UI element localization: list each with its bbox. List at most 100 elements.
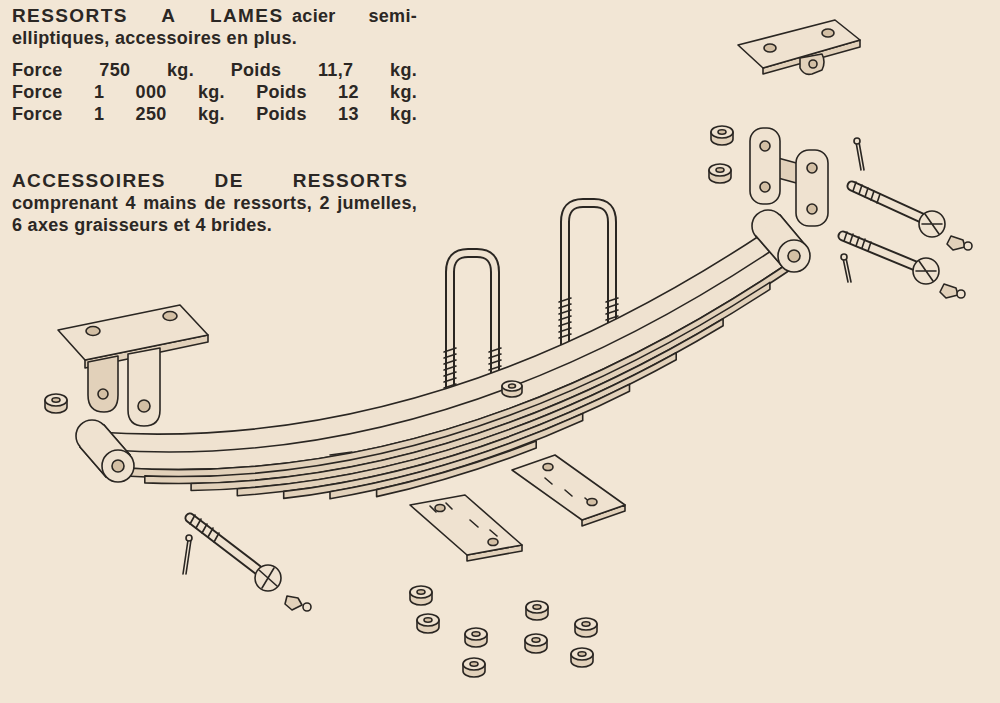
spring-hanger — [128, 348, 160, 426]
nut — [472, 632, 480, 636]
spring-hanger — [764, 44, 776, 52]
clamp-plate — [512, 455, 625, 526]
nut — [417, 614, 439, 633]
spring-shackle — [807, 163, 817, 173]
nut — [502, 381, 522, 391]
spring-hanger — [163, 312, 177, 321]
spring-hanger — [822, 29, 834, 37]
nut — [424, 618, 432, 622]
leaf-spring — [778, 240, 810, 272]
nut — [417, 614, 439, 626]
spring-shackle — [760, 141, 770, 151]
nut — [711, 126, 733, 138]
nut — [711, 126, 733, 145]
clamp-plate — [543, 464, 553, 471]
clamp-plate — [488, 539, 498, 546]
greasing-bolt — [854, 138, 860, 144]
spring-hanger — [58, 305, 208, 360]
greasing-bolt — [183, 515, 311, 611]
greasing-bolt — [841, 254, 847, 260]
greasing-bolt — [940, 284, 958, 298]
spring-hanger — [88, 356, 118, 412]
greasing-bolt — [852, 138, 972, 250]
clamp-plate — [545, 478, 592, 504]
greasing-bolt — [190, 518, 258, 570]
nut — [465, 628, 487, 647]
greasing-bolt — [841, 232, 965, 298]
nut — [526, 601, 548, 620]
nut — [575, 618, 597, 637]
nut — [465, 628, 487, 640]
text-column: RESSORTS A LAMESacier semi-elliptiques, … — [12, 5, 417, 236]
greasing-bolt — [922, 214, 942, 234]
nut — [509, 384, 516, 388]
nut — [525, 634, 547, 653]
greasing-bolt — [853, 182, 880, 203]
greasing-bolt — [916, 261, 936, 281]
clamp-plate — [512, 455, 625, 520]
spring-hanger — [738, 20, 860, 74]
greasing-bolt — [843, 258, 851, 282]
nut — [526, 601, 548, 613]
nut — [709, 164, 731, 183]
nut — [502, 381, 522, 397]
text-paragraph: comprenant 4 mains de ressorts, 2 jumell… — [12, 192, 417, 236]
leaf-spring — [377, 441, 537, 497]
clamp-plate — [410, 495, 522, 561]
greasing-bolt — [913, 258, 939, 284]
leaf-spring — [112, 460, 124, 472]
leaf-spring — [237, 353, 676, 496]
greasing-bolt — [259, 568, 277, 588]
text-paragraph: Force 1 250 kg. Poids 13 kg. — [12, 103, 417, 125]
heading-text: ACCESSOIRES DE RESSORTS — [12, 170, 408, 191]
greasing-bolt — [947, 236, 965, 250]
greasing-bolt — [919, 211, 945, 237]
spring-hanger — [86, 327, 100, 336]
nut — [716, 168, 724, 172]
leaf-spring — [788, 250, 800, 262]
nut — [417, 590, 425, 594]
greasing-bolt — [285, 596, 302, 610]
leaf-spring — [102, 450, 134, 482]
greasing-bolt — [186, 535, 192, 541]
greasing-bolt — [856, 142, 864, 170]
greasing-bolt — [852, 186, 924, 219]
spring-shackle — [760, 182, 770, 192]
nut — [571, 648, 593, 660]
greasing-bolt — [957, 290, 965, 298]
nut — [470, 662, 478, 666]
clamp-plate — [587, 499, 597, 506]
spring-hanger — [738, 20, 860, 68]
greasing-bolt — [303, 603, 311, 611]
greasing-bolt — [190, 515, 219, 542]
nut — [571, 648, 593, 667]
nut — [525, 634, 547, 646]
nut — [410, 586, 432, 598]
greasing-bolt — [255, 565, 281, 591]
nut — [578, 652, 586, 656]
text-paragraph: Force 750 kg. Poids 11,7 kg. — [12, 59, 417, 81]
text-paragraph: RESSORTS A LAMESacier semi-elliptiques, … — [12, 5, 417, 49]
nut — [45, 394, 67, 413]
body-text: Force 1 000 kg. Poids 12 kg. — [12, 82, 417, 102]
spring-hanger — [58, 305, 208, 426]
greasing-bolt — [843, 236, 918, 267]
clamp-plate — [430, 503, 497, 536]
leaf-spring — [76, 210, 810, 499]
nut — [709, 164, 731, 176]
spring-hanger — [138, 400, 150, 412]
spring-hanger — [98, 389, 108, 399]
clamp-plate — [435, 505, 445, 512]
nut — [532, 638, 540, 642]
nut — [582, 622, 590, 626]
spring-hanger — [809, 60, 817, 68]
nut — [410, 586, 432, 605]
body-text: comprenant 4 mains de ressorts, 2 jumell… — [12, 193, 417, 235]
spring-hanger — [800, 54, 824, 74]
nut — [718, 130, 726, 134]
clamp-plate — [410, 495, 522, 555]
body-text: Force 1 250 kg. Poids 13 kg. — [12, 104, 417, 124]
spring-shackle — [796, 150, 828, 226]
greasing-bolt — [843, 236, 918, 267]
nut — [575, 618, 597, 630]
